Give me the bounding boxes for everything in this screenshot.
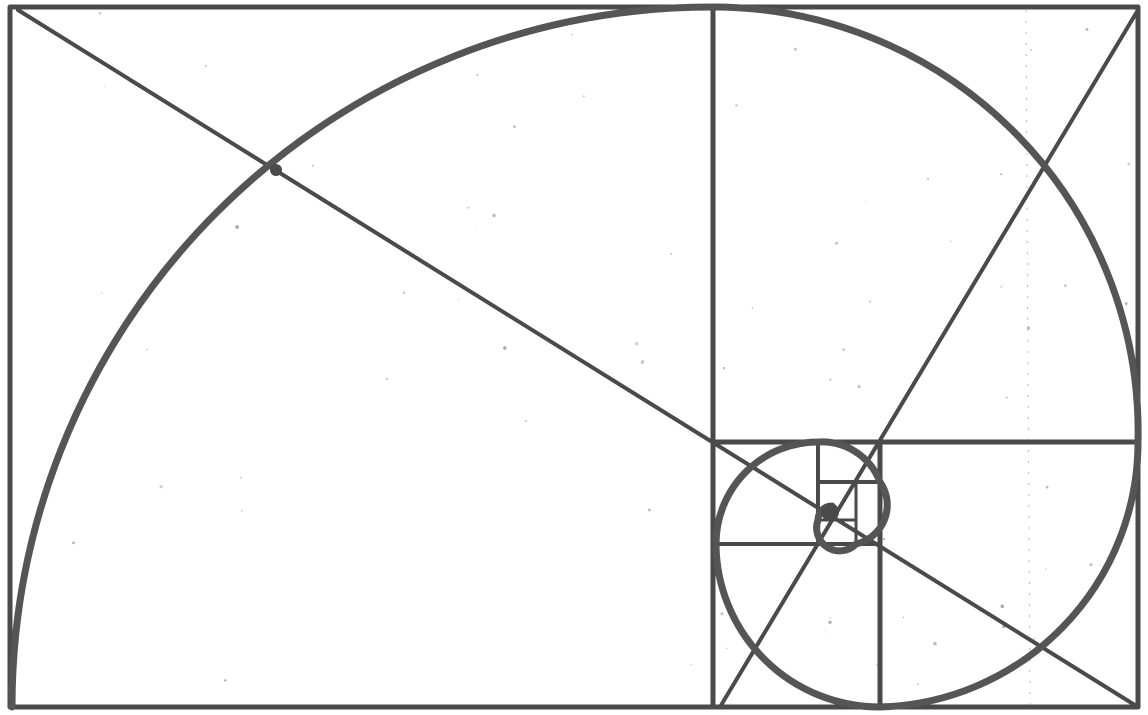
speckle <box>648 508 651 512</box>
speckle <box>842 348 845 352</box>
speckle <box>402 291 406 294</box>
speckle <box>1085 27 1089 31</box>
speckle <box>1005 396 1008 399</box>
speckle <box>467 206 470 209</box>
speckle <box>104 86 106 88</box>
speckle <box>476 74 479 76</box>
speckle <box>640 362 643 365</box>
golden-spiral <box>8 3 1142 711</box>
speckle <box>1033 637 1036 640</box>
speckle <box>1000 285 1003 288</box>
diagonal-main <box>16 8 1140 709</box>
speckle <box>723 367 726 370</box>
speckle <box>902 616 905 619</box>
speckle <box>513 125 516 128</box>
speckle <box>492 213 496 218</box>
speckle <box>1127 162 1131 166</box>
speckle <box>101 291 103 294</box>
speckle <box>204 65 207 67</box>
speckle <box>720 612 724 616</box>
speckle <box>571 33 573 36</box>
speckle <box>927 178 930 180</box>
intersection-dot <box>270 164 282 176</box>
speckle <box>829 617 831 619</box>
speckle <box>823 631 826 633</box>
speckle <box>98 11 102 15</box>
speckle <box>751 307 754 309</box>
speckle <box>159 484 163 489</box>
spiral-curve <box>8 3 1142 711</box>
speckle <box>458 298 460 300</box>
speckle <box>1064 284 1067 288</box>
speckle <box>224 679 227 682</box>
speckle <box>857 385 861 388</box>
speckle <box>1000 173 1003 176</box>
spiral-center-dot <box>821 503 839 521</box>
diagonal-lines <box>16 8 1140 709</box>
speckle <box>311 164 314 167</box>
speckle <box>829 378 832 381</box>
speckle <box>503 346 507 350</box>
speckle <box>865 201 867 203</box>
speckle <box>1045 568 1047 570</box>
scan-speckles <box>14 9 1131 706</box>
outer-rectangle <box>7 4 1141 710</box>
speckle <box>146 349 148 351</box>
speckle <box>794 47 797 51</box>
speckle <box>385 377 389 381</box>
speckle <box>240 509 243 512</box>
speckle <box>476 228 478 230</box>
speckle <box>1030 48 1033 51</box>
speckle <box>1026 326 1031 330</box>
speckle <box>933 642 937 646</box>
speckle <box>240 476 243 479</box>
speckle <box>670 252 673 255</box>
speckle <box>828 620 832 624</box>
speckle <box>641 360 645 364</box>
speckle <box>950 240 952 243</box>
speckle <box>917 683 919 686</box>
speckle <box>1124 302 1128 305</box>
speckle <box>883 538 886 541</box>
speckle <box>1000 604 1005 609</box>
speckle <box>735 104 738 107</box>
diagonal-secondary <box>718 8 1140 709</box>
speckle <box>525 420 527 422</box>
speckle <box>582 95 585 98</box>
speckle <box>235 225 239 229</box>
speckle <box>1089 563 1093 567</box>
speckle <box>869 300 871 303</box>
speckle <box>1045 485 1049 489</box>
speckle <box>726 647 728 649</box>
speckle <box>835 241 839 245</box>
speckle <box>72 541 75 545</box>
speckle <box>690 663 693 666</box>
speckle <box>634 341 639 346</box>
